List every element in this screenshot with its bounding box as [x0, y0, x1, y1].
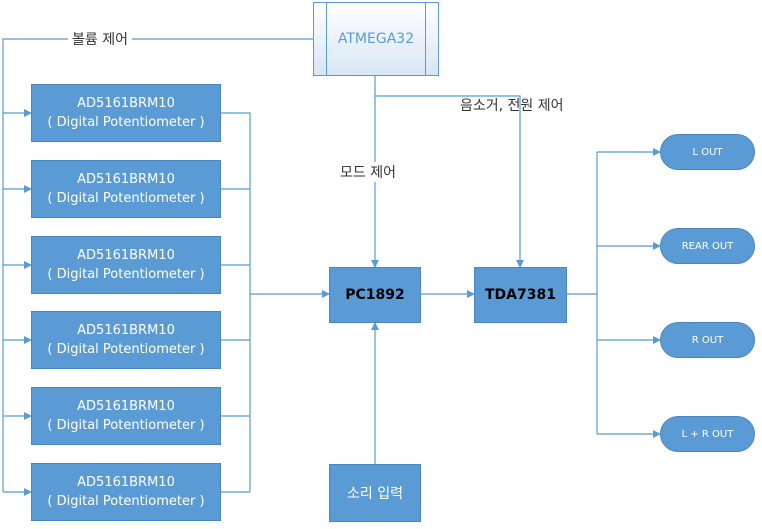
- mute-power-line: [375, 95, 524, 268]
- potentiometer-block: AD5161BRM10 ( Digital Potentiometer ): [31, 463, 221, 521]
- output-label: REAR OUT: [681, 240, 734, 252]
- volume-control-label: 볼륨 제어: [68, 29, 132, 49]
- output-rear: REAR OUT: [660, 228, 755, 264]
- potentiometer-block: AD5161BRM10 ( Digital Potentiometer ): [31, 387, 221, 445]
- tda7381-label: TDA7381: [485, 287, 556, 303]
- mute-power-control-label: 음소거, 전원 제어: [460, 98, 564, 114]
- sound-input-label: 소리 입력: [347, 486, 403, 502]
- potentiometer-desc: ( Digital Potentiometer ): [47, 494, 205, 509]
- potentiometer-block: AD5161BRM10 ( Digital Potentiometer ): [31, 311, 221, 369]
- output-label: L OUT: [692, 146, 723, 158]
- output-label: L + R OUT: [681, 428, 734, 440]
- potentiometer-part: AD5161BRM10: [77, 475, 175, 490]
- potentiometer-desc: ( Digital Potentiometer ): [47, 115, 205, 130]
- amp-output-bus: [567, 152, 598, 295]
- potentiometer-desc: ( Digital Potentiometer ): [47, 267, 205, 282]
- pc1892-label: PC1892: [345, 287, 405, 303]
- output-l: L OUT: [660, 134, 755, 170]
- potentiometer-desc: ( Digital Potentiometer ): [47, 191, 205, 206]
- pc1892-block: PC1892: [329, 267, 421, 323]
- mode-control-label: 모드 제어: [338, 162, 398, 182]
- potentiometer-block: AD5161BRM10 ( Digital Potentiometer ): [31, 236, 221, 294]
- volume-bus-line: [2, 38, 313, 492]
- tda7381-block: TDA7381: [474, 267, 567, 323]
- atmega32-right-bar: [425, 3, 426, 75]
- atmega32-left-bar: [326, 3, 327, 75]
- potentiometer-desc: ( Digital Potentiometer ): [47, 418, 205, 433]
- potentiometer-block: AD5161BRM10 ( Digital Potentiometer ): [31, 84, 221, 142]
- potentiometer-part: AD5161BRM10: [77, 248, 175, 263]
- potentiometer-part: AD5161BRM10: [77, 323, 175, 338]
- output-r: R OUT: [660, 322, 755, 358]
- output-label: R OUT: [691, 334, 724, 346]
- potentiometer-part: AD5161BRM10: [77, 172, 175, 187]
- sound-input-block: 소리 입력: [329, 464, 421, 522]
- potentiometer-desc: ( Digital Potentiometer ): [47, 342, 205, 357]
- atmega32-block: ATMEGA32: [313, 2, 439, 76]
- output-l-plus-r: L + R OUT: [660, 416, 755, 452]
- potentiometer-part: AD5161BRM10: [77, 96, 175, 111]
- pot-output-bus: [221, 112, 251, 492]
- potentiometer-block: AD5161BRM10 ( Digital Potentiometer ): [31, 160, 221, 218]
- atmega32-label: ATMEGA32: [337, 31, 415, 47]
- potentiometer-part: AD5161BRM10: [77, 399, 175, 414]
